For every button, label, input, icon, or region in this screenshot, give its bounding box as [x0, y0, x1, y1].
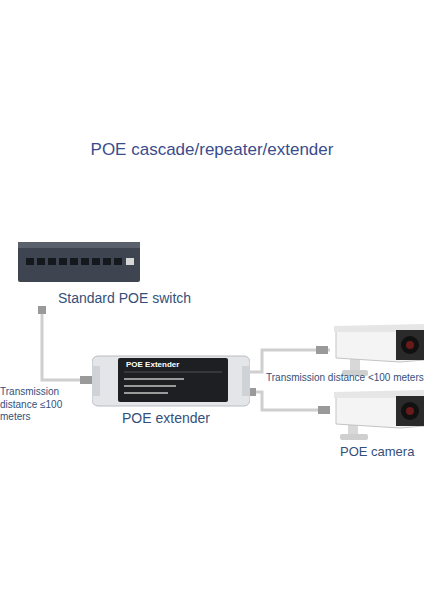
switch-port: [92, 258, 100, 265]
distance-label: Transmission distance <100 meters: [266, 372, 424, 385]
diagram-title: POE cascade/repeater/extender: [0, 140, 424, 160]
switch-body: [18, 244, 140, 282]
extender-end: [92, 366, 100, 396]
device-node: POE camera: [330, 388, 424, 460]
distance-label: Transmission distance ≤100 meters: [0, 386, 92, 424]
camera-body: [336, 394, 424, 428]
switch-port: [59, 258, 67, 265]
device-illustration: [18, 240, 140, 284]
switch-port: [81, 258, 89, 265]
device-label: POE extender: [122, 410, 210, 426]
switch-top: [18, 242, 140, 248]
device-node: Standard POE switch: [18, 240, 158, 306]
extender-body: [92, 356, 250, 406]
cable-connector: [248, 388, 330, 414]
rj45-plug: [318, 406, 330, 414]
cable-connector: [38, 306, 92, 384]
device-label: POE camera: [340, 444, 414, 459]
plate-line: [124, 378, 184, 380]
camera-illustration: [334, 324, 424, 376]
rj45-plug: [316, 346, 328, 354]
camera-front: [396, 396, 424, 426]
switch-port: [126, 258, 134, 265]
rj45-plug: [38, 306, 46, 314]
switch-port: [114, 258, 122, 265]
extender-plate: [118, 358, 228, 402]
plate-line: [124, 385, 176, 387]
device-label: Standard POE switch: [58, 290, 191, 306]
plate-text: POE Extender: [126, 360, 179, 369]
extender-end: [242, 366, 250, 396]
plate-line: [124, 372, 222, 373]
switch-port: [48, 258, 56, 265]
cable-line: [42, 306, 92, 380]
switch-port: [103, 258, 111, 265]
camera-lens: [401, 402, 419, 420]
camera-lens: [406, 407, 414, 415]
plate-line: [124, 392, 168, 394]
switch-port: [70, 258, 78, 265]
camera-base: [340, 434, 368, 440]
device-node: POE ExtenderPOE extender: [92, 352, 252, 428]
rj45-plug: [80, 376, 92, 384]
switch-port: [26, 258, 34, 265]
switch-port: [37, 258, 45, 265]
device-illustration: [330, 388, 424, 442]
